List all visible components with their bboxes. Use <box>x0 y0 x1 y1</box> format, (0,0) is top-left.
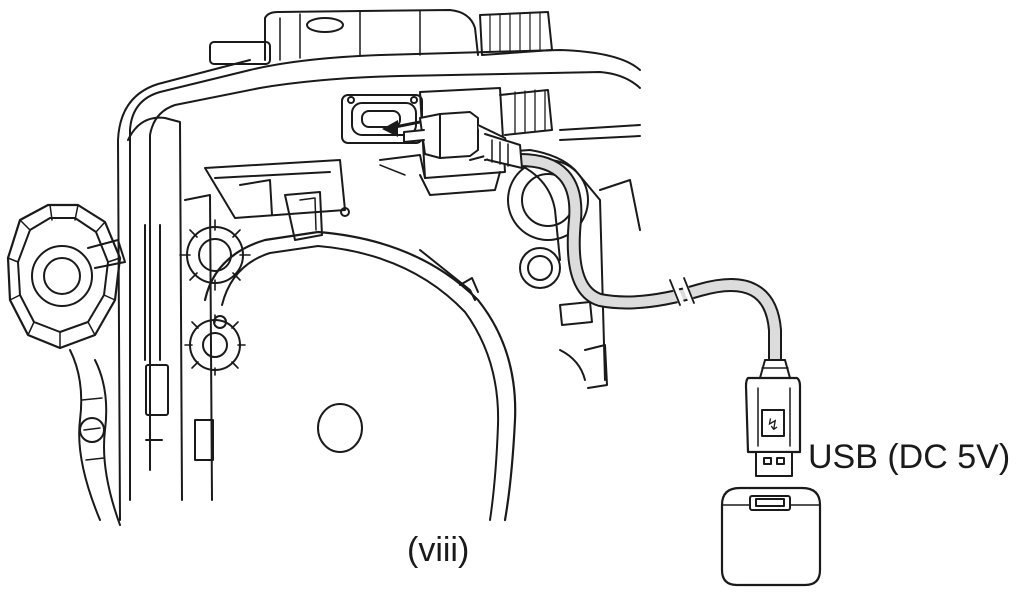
side-knob <box>6 203 126 350</box>
usb-power-adapter-icon <box>720 486 822 587</box>
gear-wheel <box>179 219 251 376</box>
usb-cable-icon: ↯ <box>403 111 802 477</box>
step-label: (viii) <box>407 531 470 569</box>
usb-a-plug: ↯ <box>744 376 802 477</box>
insert-arrow-icon <box>382 120 422 137</box>
camera-housing-icon <box>6 9 641 526</box>
usb-power-label: USB (DC 5V) <box>808 438 1011 476</box>
usb-symbol: ↯ <box>766 415 779 434</box>
